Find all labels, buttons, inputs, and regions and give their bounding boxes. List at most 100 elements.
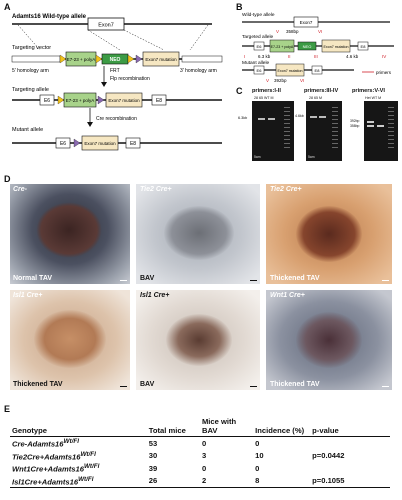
b-targeted-label: Targeted allele	[242, 34, 274, 40]
ta-e8-box	[151, 94, 167, 106]
photo-3-genotype: Tie2 Cre+	[270, 186, 302, 193]
cell-total: 53	[148, 438, 158, 448]
valve-shape	[36, 202, 102, 258]
ma-e8-box	[125, 137, 141, 149]
b-mutant-label: Mutant allele	[242, 60, 270, 66]
ta-e723-label: E7-23 + polyA	[66, 98, 94, 103]
b-ma-e8-box	[311, 65, 323, 75]
b-ta-neo-box	[297, 41, 317, 51]
tv-neo-label: NEO	[110, 57, 121, 63]
gel-1-band-b	[268, 118, 275, 120]
wt-exon7-label: Exon7	[98, 23, 114, 29]
b-primer-vi: VI	[318, 29, 322, 34]
cell-p	[310, 462, 390, 475]
ma-e6-label: E6	[60, 141, 66, 147]
gel-3-band-c	[377, 125, 384, 127]
b-ma-exon7mut-label: Exon7 mutation	[278, 69, 303, 73]
ta-exon7mut-label: Exon7 mutation	[108, 98, 140, 103]
photo-isl1-thick: Isl1 Cre+ Thickened TAV	[10, 290, 130, 390]
panel-b-diagram: Wild-type allele Exon7 V 358bp VI Target…	[242, 12, 394, 83]
cell-bav: 2	[201, 476, 207, 486]
b-size-63: 6.3 kb	[258, 54, 271, 59]
frt-label: FRT	[110, 68, 120, 74]
cell-incidence: 0	[255, 438, 260, 448]
cell-p: p=0.0442	[312, 451, 345, 461]
table-header-row: Genotype Total mice Mice with BAV Incide…	[10, 416, 390, 437]
b-wild-type-label: Wild-type allele	[242, 12, 275, 18]
b-ta-e723-label: E7-23 + polyA	[271, 45, 294, 49]
scale-bar	[250, 385, 257, 387]
th-pvalue: p-value	[312, 426, 339, 435]
panel-letter-b: B	[236, 2, 243, 12]
gel-3-band-b	[367, 125, 374, 127]
cell-genotype: Tie2Cre+Adamts16Wt/Fl	[10, 450, 147, 463]
ma-exon7mut-label: Exon7 mutation	[84, 141, 116, 146]
th-bav: Mice with BAV	[201, 417, 237, 435]
genotype-text: Isl1Cre+Adamts16	[12, 477, 79, 487]
table-row: Cre-Adamts16Wt/Fl 53 0 0	[10, 437, 390, 450]
table-row: Wnt1Cre+Adamts16Wt/Fl 39 0 0	[10, 462, 390, 475]
ta-e8-label: E8	[156, 98, 162, 104]
genotype-sup: Wt/Fl	[80, 450, 96, 458]
gel-2-image: 5am	[306, 101, 342, 161]
photo-isl1-bav: Isl1 Cre+ BAV	[136, 290, 260, 390]
valve-shape	[166, 314, 232, 366]
b-wt-exon7-box	[293, 16, 319, 28]
cell-genotype: Cre-Adamts16Wt/Fl	[10, 437, 147, 450]
tv-exon7mut-label: Exon7 mutation	[145, 57, 177, 62]
wild-type-title: Adamts16 Wild-type allele	[12, 14, 87, 20]
gel-3-ladder	[388, 107, 394, 151]
b-ta-e6-label: E6	[257, 44, 263, 49]
wt-exon7-box	[87, 17, 125, 31]
photo-3-phenotype: Thickened TAV	[270, 275, 320, 282]
th-incidence: Incidence (%)	[255, 426, 305, 435]
cell-genotype: Wnt1Cre+Adamts16Wt/Fl	[10, 462, 147, 475]
tv-exon7mut-box	[142, 51, 180, 67]
photo-4-phenotype: Thickened TAV	[13, 381, 63, 388]
th-total: Total mice	[148, 426, 186, 435]
gel-3-image	[364, 101, 398, 161]
scale-bar	[250, 279, 257, 281]
b-size-392: 392bp	[274, 78, 287, 83]
valve-shape	[296, 206, 362, 262]
tv-homology3	[181, 55, 223, 63]
gel-2-band-b	[319, 116, 326, 118]
b-ma-e8-label: E8	[315, 68, 321, 73]
homology5-label: 5' homology arm	[12, 68, 49, 74]
photo-1-genotype: Cre-	[13, 186, 28, 193]
b-ta-exon7mut-label: Exon7 mutation	[324, 45, 349, 49]
gel-1-marker: 6.3kb	[238, 116, 248, 120]
ta-e6-label: E6	[44, 98, 50, 104]
photo-6-phenotype: Thickened TAV	[270, 381, 320, 388]
homology3-label: 3' homology arm	[180, 68, 217, 74]
table-row: Isl1Cre+Adamts16Wt/Fl 26 2 8 p=0.1055	[10, 475, 390, 488]
cell-total: 30	[148, 451, 158, 461]
cell-bav: 0	[201, 438, 207, 448]
cre-label: Cre recombination	[96, 116, 137, 122]
table-row: Tie2Cre+Adamts16Wt/Fl 30 3 10 p=0.0442	[10, 450, 390, 463]
valve-shape	[164, 206, 234, 260]
gel-1-title: primers:I-II	[252, 88, 281, 94]
photo-1-phenotype: Normal TAV	[13, 275, 53, 282]
genotype-sup: Wt/Fl	[78, 475, 94, 483]
gel-3-lanes: Het WT M	[365, 96, 382, 100]
photo-2-genotype: Tie2 Cre+	[140, 186, 172, 193]
scale-bar	[120, 385, 127, 387]
genotype-sup: Wt/Fl	[83, 463, 100, 471]
photo-tie2-bav: Tie2 Cre+ BAV	[136, 184, 260, 284]
photo-5-genotype: Isl1 Cre+	[140, 292, 170, 299]
genotype-text: Wnt1Cre+Adamts16	[12, 464, 84, 474]
b-primer-v: V	[276, 29, 279, 34]
ma-exon7mut-box	[81, 135, 119, 151]
gel-1-image: 5am	[252, 101, 294, 161]
tv-homology5	[11, 55, 61, 63]
genotype-text: Cre-Adamts16	[12, 439, 64, 449]
cell-bav: 3	[201, 451, 207, 461]
valve-shape	[296, 312, 362, 368]
targeting-allele-label: Targeting allele	[12, 87, 49, 93]
b-primer-iii: III	[314, 54, 318, 59]
b-primer-i: I	[244, 54, 245, 59]
photo-wnt1-thick: Wnt1 Cre+ Thickened TAV	[266, 290, 392, 390]
gel-2-ladder	[332, 107, 338, 151]
ma-e6-box	[55, 137, 71, 149]
